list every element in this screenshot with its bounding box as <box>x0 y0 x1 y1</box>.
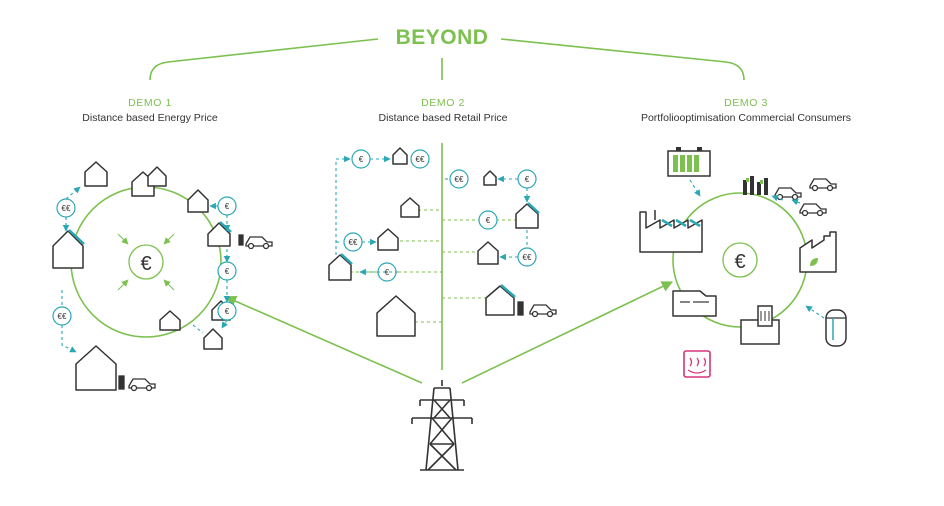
solar-house-icon <box>52 230 84 269</box>
demo2-label: DEMO 2 <box>421 97 465 109</box>
coin-label: €€ <box>455 175 464 184</box>
coin-label: € <box>525 175 530 184</box>
house-icon <box>392 147 408 165</box>
coin-label: € <box>225 267 230 276</box>
solar-house-icon <box>328 254 352 281</box>
industrial-hall-icon <box>672 290 717 317</box>
demo1-subtitle: Distance based Energy Price <box>82 112 218 124</box>
coin-label: €€ <box>58 312 67 321</box>
electric-car-icon <box>774 187 802 201</box>
house-icon <box>377 228 399 251</box>
solar-panels <box>68 221 232 245</box>
house-icon <box>376 295 416 337</box>
demo1-center-euro-icon: € <box>128 244 164 280</box>
demo1-label: DEMO 1 <box>128 97 172 109</box>
electric-car-icon <box>809 178 837 192</box>
solar-house-icon <box>515 203 539 229</box>
demo1-diagram: € <box>52 161 273 392</box>
svg-text:€: € <box>734 251 745 273</box>
pylon-flow-arrows <box>224 281 674 384</box>
solar-panels <box>661 218 701 228</box>
house-icon <box>400 197 420 218</box>
double-euro-coin-icon <box>449 169 469 189</box>
house-icon <box>147 166 167 187</box>
power-pylon-icon <box>411 380 473 471</box>
coin-label: € <box>225 307 230 316</box>
coin-label: € <box>359 155 364 164</box>
electric-car-icon <box>799 203 827 217</box>
demo2-subtitle: Distance based Retail Price <box>378 112 508 124</box>
house-icon <box>483 170 497 186</box>
euro-coin-icon <box>478 210 498 230</box>
coin-label: €€ <box>62 204 71 213</box>
house-icon <box>477 241 499 265</box>
coin-label: €€ <box>416 155 425 164</box>
top-bracket <box>149 38 745 81</box>
demo1-inward-arrows <box>117 233 175 291</box>
coin-label: €€ <box>349 238 358 247</box>
demo3-label: DEMO 3 <box>724 97 768 109</box>
house-icon <box>187 189 209 213</box>
electric-car-icon <box>238 234 273 250</box>
electric-car-icon <box>118 375 156 392</box>
double-euro-coin-icon <box>410 149 430 169</box>
demo3-diagram: € <box>639 147 847 378</box>
heat-pump-icon <box>683 350 711 378</box>
demo3-center-euro-icon: € <box>722 242 758 278</box>
office-building-icon <box>740 305 780 345</box>
solar-panels <box>340 202 540 298</box>
demo3-subtitle: Portfoliooptimisation Commercial Consume… <box>640 112 852 124</box>
solar-house-icon <box>485 285 515 316</box>
demo2-diagram: € €€ €€ € €€ € € €€ <box>328 147 557 337</box>
page-title: BEYOND <box>395 26 489 49</box>
coin-label: € <box>486 216 491 225</box>
coin-label: €€ <box>523 253 532 262</box>
chargers-icon <box>743 176 768 195</box>
storage-tank-icon <box>825 309 847 347</box>
house-icon <box>159 310 181 331</box>
house-icon <box>203 328 223 350</box>
eco-factory-icon <box>799 231 837 273</box>
factory-icon <box>639 210 703 253</box>
coin-label: € <box>225 202 230 211</box>
battery-icon <box>667 147 711 177</box>
coin-label: € <box>385 268 390 277</box>
house-icon <box>84 161 108 187</box>
electric-car-icon <box>517 301 557 318</box>
house-icon <box>75 345 117 391</box>
svg-text:€: € <box>140 253 151 275</box>
